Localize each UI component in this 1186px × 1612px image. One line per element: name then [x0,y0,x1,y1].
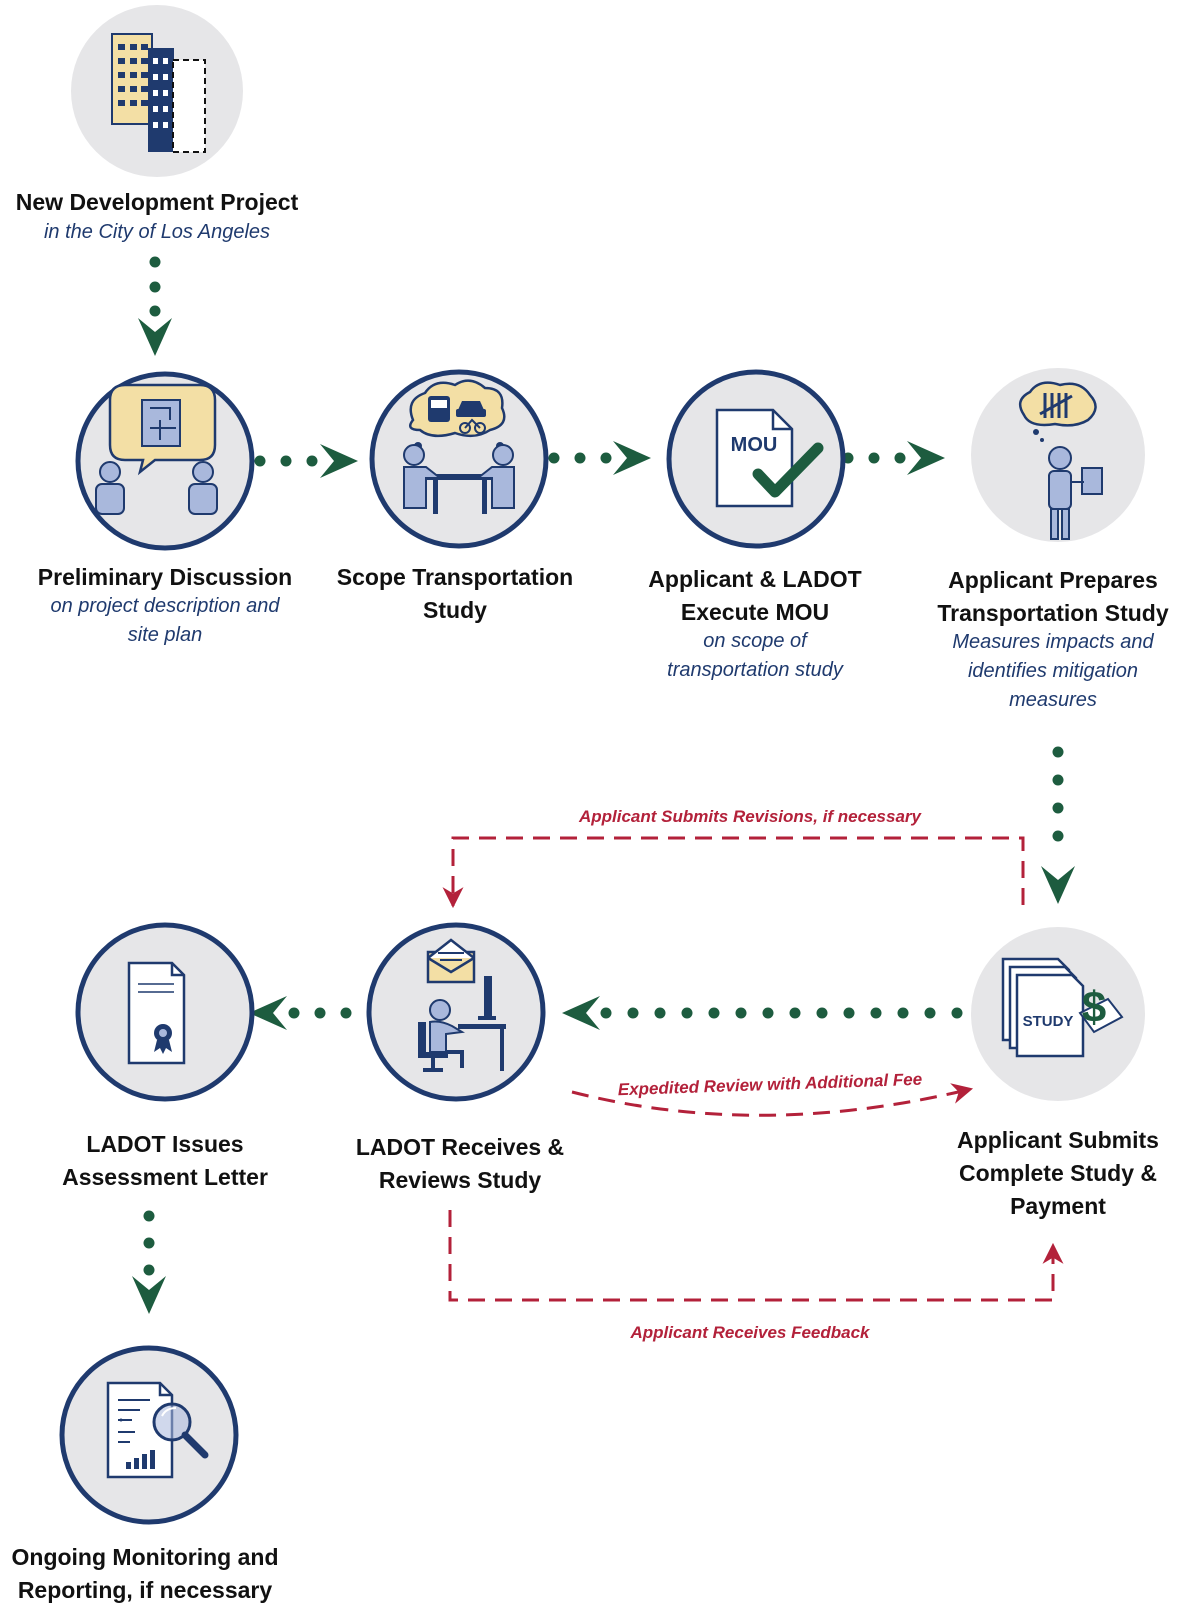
computer-workstation-icon [418,938,506,1072]
connector-prepares-to-submits [1041,746,1075,904]
prepares-title: Applicant Prepares Transportation Study [937,567,1169,626]
person-clipboard-icon [1018,381,1103,540]
step-prepares [971,368,1145,542]
mou-title: Applicant & LADOT Execute MOU [648,566,862,625]
prepares-subtitle: Measures impacts and identifies mitigati… [952,631,1154,711]
connector-mou-to-prepares [842,441,945,475]
connector-scope-to-mou [548,441,651,475]
connector-preliminary-to-scope [254,444,358,478]
step-scope [369,369,549,549]
revisions-loop-label: Applicant Submits Revisions, if necessar… [578,807,921,826]
step-assessment [75,922,255,1102]
connector-reviews-to-assessment [249,996,352,1030]
dollar-icon: $ [1082,983,1106,1032]
step-submits: STUDY $ [971,927,1145,1101]
study-label: STUDY [1023,1013,1074,1030]
preliminary-title: Preliminary Discussion [37,564,293,590]
preliminary-subtitle: on project description and site plan [50,595,280,646]
mou-document-check-icon: MOU [715,408,824,508]
expedited-loop [571,1083,974,1117]
connector-project-to-preliminary [138,256,172,356]
submits-title: Applicant Submits Complete Study & Payme… [957,1127,1159,1219]
step-new-project [71,5,243,177]
feedback-loop-label: Applicant Receives Feedback [630,1323,870,1342]
new-project-subtitle: in the City of Los Angeles [43,221,271,243]
step-mou: MOU [666,369,846,549]
assessment-title: LADOT Issues Assessment Letter [62,1131,268,1190]
new-project-title: New Development Project [15,189,299,215]
reviews-title: LADOT Receives & Reviews Study [355,1134,565,1193]
scope-title: Scope Transportation Study [336,564,574,623]
step-reviews [366,922,546,1102]
buildings-icon [111,33,206,153]
monitoring-title: Ongoing Monitoring and Reporting, if nec… [11,1544,279,1603]
study-payment-icon: STUDY $ [1001,957,1124,1058]
step-preliminary [75,371,255,551]
revisions-loop [442,836,1025,909]
mou-subtitle: on scope of transportation study [667,630,843,681]
report-magnifier-icon [106,1381,209,1479]
feedback-loop [448,1210,1064,1302]
connector-assessment-to-monitoring [132,1210,166,1314]
mou-label: MOU [731,434,778,456]
step-monitoring [59,1345,239,1525]
connector-submits-to-reviews [562,996,963,1030]
meeting-table-icon [403,379,515,514]
discussion-icon [95,383,218,515]
certificate-icon [127,961,186,1065]
